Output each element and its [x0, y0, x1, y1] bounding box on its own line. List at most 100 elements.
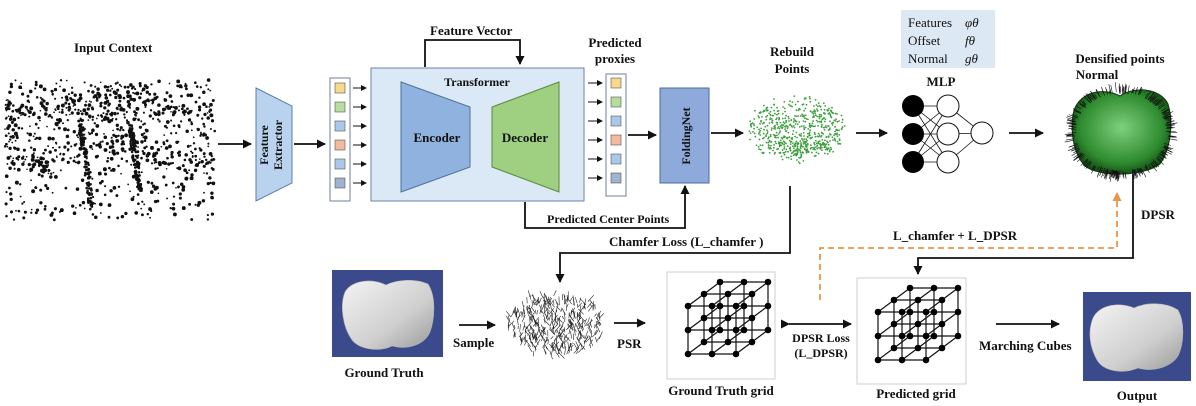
rebuild-point: [826, 153, 829, 155]
input-point: [4, 202, 8, 206]
input-point: [129, 140, 132, 143]
rebuild-point: [774, 140, 777, 143]
rebuild-points-label-1: Rebuild: [770, 44, 815, 59]
lattice-node: [874, 332, 882, 340]
input-point: [162, 142, 166, 146]
input-point: [90, 200, 93, 204]
input-point: [10, 120, 14, 124]
input-point: [24, 158, 27, 161]
normal-vector: [1079, 153, 1085, 158]
input-point: [121, 108, 126, 112]
sampled-normal: [548, 328, 555, 335]
rebuild-point: [768, 112, 770, 115]
input-point: [115, 151, 120, 155]
sampled-normal: [574, 297, 578, 304]
input-point: [84, 172, 88, 176]
rebuild-point: [797, 109, 800, 111]
input-point: [117, 164, 120, 168]
input-point: [170, 105, 173, 109]
input-point: [54, 148, 57, 152]
normal-vector: [1145, 166, 1150, 173]
sampled-normal: [531, 299, 535, 309]
sampled-normal: [517, 311, 521, 320]
mlp-input-node: [902, 151, 924, 173]
input-point: [43, 204, 47, 208]
input-point: [198, 96, 201, 99]
input-point: [190, 122, 194, 126]
lattice-edge: [703, 329, 721, 343]
input-point: [80, 112, 84, 116]
input-point: [138, 84, 142, 88]
sampled-normal: [539, 290, 544, 298]
input-point: [181, 185, 186, 189]
normal-vector: [1127, 85, 1130, 95]
input-point: [177, 153, 182, 157]
rebuild-point: [762, 132, 765, 135]
input-point: [85, 100, 88, 103]
input-point: [20, 103, 25, 108]
rebuild-point: [843, 125, 846, 127]
lattice-node: [890, 344, 898, 352]
rebuild-point: [818, 115, 820, 118]
normal-vector: [1117, 171, 1119, 182]
input-point: [120, 172, 122, 175]
ground-truth-grid-lattice: [684, 278, 772, 358]
rebuild-point: [803, 148, 806, 151]
lattice-node: [930, 284, 938, 292]
sampled-normal: [529, 307, 533, 314]
sampled-normal: [553, 314, 558, 322]
sampled-normal: [573, 326, 577, 332]
normal-vector: [1068, 144, 1077, 148]
normal-vector: [1158, 104, 1166, 110]
input-point: [132, 195, 135, 198]
input-point: [95, 143, 98, 147]
normal-vector: [1124, 86, 1126, 94]
input-point: [9, 82, 13, 86]
input-point: [109, 189, 113, 193]
input-point: [39, 109, 42, 112]
rebuild-point: [763, 128, 765, 131]
input-point: [174, 105, 178, 110]
input-point: [79, 137, 82, 140]
input-point: [89, 84, 93, 87]
input-point: [103, 193, 107, 197]
sampled-normal: [577, 322, 580, 327]
rebuild-point: [768, 139, 771, 142]
input-point: [103, 106, 107, 110]
input-point: [18, 111, 22, 115]
rebuild-point: [776, 134, 778, 137]
rebuild-point: [765, 135, 767, 138]
sampled-normal: [537, 298, 539, 305]
sampled-normal: [536, 310, 538, 315]
rebuild-point: [807, 132, 809, 135]
sampled-normal: [529, 329, 535, 337]
input-point: [104, 93, 108, 97]
normal-vector: [1163, 116, 1169, 119]
encoder-block: [400, 81, 471, 193]
input-point: [50, 116, 54, 119]
normal-vector: [1163, 149, 1172, 155]
input-point: [120, 214, 125, 219]
input-point: [142, 87, 145, 90]
input-point: [141, 200, 144, 203]
rebuild-point: [806, 149, 809, 152]
input-point: [13, 167, 16, 170]
input-point: [27, 111, 31, 114]
input-point: [127, 183, 130, 186]
input-point: [13, 146, 16, 149]
sampled-normal: [569, 296, 574, 302]
input-point: [209, 181, 212, 185]
input-point: [91, 213, 95, 216]
input-point: [91, 128, 95, 133]
rebuild-point: [822, 102, 825, 105]
input-point: [91, 90, 95, 94]
normal-vector: [1144, 166, 1148, 171]
sampled-normal: [556, 342, 558, 349]
input-point: [47, 164, 50, 166]
sampled-normal: [583, 335, 589, 344]
rebuild-point: [820, 108, 823, 111]
input-point: [90, 101, 92, 103]
normal-vector: [1161, 151, 1168, 156]
normal-vector: [1125, 172, 1127, 179]
rebuild-point: [753, 132, 756, 135]
